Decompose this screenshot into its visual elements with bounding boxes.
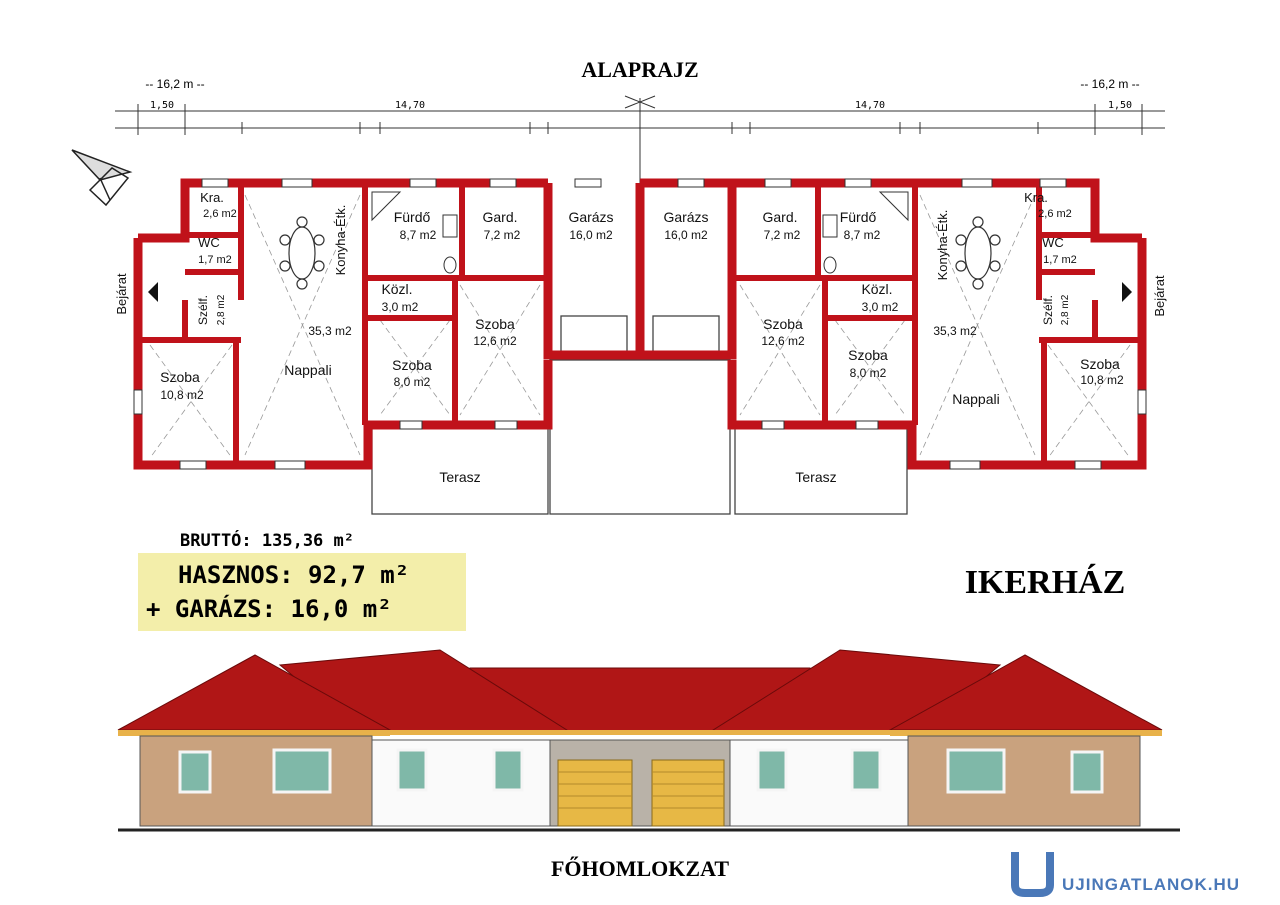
room-szoba-c-right: Szoba bbox=[763, 316, 803, 332]
dim-left-total: -- 16,2 m -- bbox=[145, 77, 204, 91]
room-garazs-right: Garázs bbox=[663, 209, 708, 225]
elevation-title: FŐHOMLOKZAT bbox=[551, 856, 729, 881]
room-gard-right: Gard. bbox=[762, 209, 797, 225]
room-wc-right-area: 1,7 m2 bbox=[1043, 254, 1077, 266]
entrance-arrow-icon bbox=[148, 282, 158, 302]
area-summary: BRUTTÓ: 135,36 m² HASZNOS: 92,7 m² + GAR… bbox=[138, 529, 466, 631]
room-konyha-right: Konyha-Étk. bbox=[935, 210, 950, 281]
room-szoba-a-left-area: 10,8 m2 bbox=[160, 388, 204, 402]
floorplan-title: ALAPRAJZ bbox=[581, 57, 698, 82]
room-wc-left-area: 1,7 m2 bbox=[198, 254, 232, 266]
room-szoba-b-right: Szoba bbox=[848, 347, 888, 363]
room-garazs-left-area: 16,0 m2 bbox=[569, 228, 613, 242]
dim-left-b: 14,70 bbox=[395, 100, 425, 111]
elevation-drawing bbox=[117, 649, 1180, 832]
room-konyha-left: Konyha-Étk. bbox=[333, 205, 348, 276]
room-garazs-left: Garázs bbox=[568, 209, 613, 225]
room-nappali-left: Nappali bbox=[284, 362, 331, 378]
dim-left-a: 1,50 bbox=[150, 100, 174, 111]
room-kozl-left-area: 3,0 m2 bbox=[382, 300, 419, 314]
room-kamra-right: Kra. bbox=[1024, 190, 1048, 205]
dim-right-b: 1,50 bbox=[1108, 100, 1132, 111]
room-kamra-left-area: 2,6 m2 bbox=[203, 208, 237, 220]
dimension-lines bbox=[115, 95, 1165, 190]
right-unit-labels: Kra. 2,6 m2 WC 1,7 m2 Konyha-Étk. 35,3 m… bbox=[663, 190, 1167, 485]
entrance-label-right: Bejárat bbox=[1152, 275, 1167, 317]
room-szoba-c-left: Szoba bbox=[475, 316, 515, 332]
room-nappali-right-area: 35,3 m2 bbox=[933, 324, 977, 338]
room-terasz-left: Terasz bbox=[439, 469, 480, 485]
room-szoba-c-left-area: 12,6 m2 bbox=[473, 334, 517, 348]
floor-plan bbox=[133, 178, 1147, 515]
room-kozl-right: Közl. bbox=[861, 281, 892, 297]
room-nappali-left-area: 35,3 m2 bbox=[308, 324, 352, 338]
room-nappali-right: Nappali bbox=[952, 391, 999, 407]
watermark: UJINGATLANOK.HU bbox=[1011, 852, 1240, 897]
room-kamra-right-area: 2,6 m2 bbox=[1038, 208, 1072, 220]
hasznos-area: HASZNOS: 92,7 m² bbox=[178, 561, 409, 589]
entrance-label-left: Bejárat bbox=[114, 273, 129, 315]
brutto-area: BRUTTÓ: 135,36 m² bbox=[180, 529, 354, 551]
room-szoba-b-left: Szoba bbox=[392, 357, 432, 373]
room-garazs-right-area: 16,0 m2 bbox=[664, 228, 708, 242]
room-gard-left-area: 7,2 m2 bbox=[484, 228, 521, 242]
room-kamra-left: Kra. bbox=[200, 190, 224, 205]
garazs-area: + GARÁZS: 16,0 m² bbox=[146, 594, 392, 623]
entrance-arrow-icon bbox=[1122, 282, 1132, 302]
room-gard-right-area: 7,2 m2 bbox=[764, 228, 801, 242]
room-szoba-a-right: Szoba bbox=[1080, 356, 1120, 372]
room-szoba-b-left-area: 8,0 m2 bbox=[394, 375, 431, 389]
room-szelf-left: Szélf. bbox=[196, 295, 210, 325]
room-szoba-b-right-area: 8,0 m2 bbox=[850, 366, 887, 380]
room-kozl-right-area: 3,0 m2 bbox=[862, 300, 899, 314]
room-wc-left: WC bbox=[198, 235, 220, 250]
room-szoba-a-right-area: 10,8 m2 bbox=[1080, 373, 1124, 387]
room-furdo-right-area: 8,7 m2 bbox=[844, 228, 881, 242]
room-szelf-right: Szélf. bbox=[1041, 295, 1055, 325]
room-terasz-right: Terasz bbox=[795, 469, 836, 485]
room-furdo-right: Fürdő bbox=[840, 209, 877, 225]
room-furdo-left-area: 8,7 m2 bbox=[400, 228, 437, 242]
watermark-text: UJINGATLANOK.HU bbox=[1062, 875, 1240, 894]
house-type-title: IKERHÁZ bbox=[965, 564, 1126, 601]
room-szelf-left-area: 2,8 m2 bbox=[216, 294, 227, 325]
room-szoba-c-right-area: 12,6 m2 bbox=[761, 334, 805, 348]
room-gard-left: Gard. bbox=[482, 209, 517, 225]
watermark-logo-icon bbox=[1011, 852, 1054, 897]
north-arrow-icon bbox=[71, 149, 133, 207]
room-furdo-left: Fürdő bbox=[394, 209, 431, 225]
room-szelf-right-area: 2,8 m2 bbox=[1060, 294, 1071, 325]
dim-right-total: -- 16,2 m -- bbox=[1080, 77, 1139, 91]
room-kozl-left: Közl. bbox=[381, 281, 412, 297]
area-highlight-box bbox=[138, 553, 466, 631]
room-szoba-a-left: Szoba bbox=[160, 369, 200, 385]
left-unit-labels: Kra. 2,6 m2 WC 1,7 m2 Konyha-Étk. 35,3 m… bbox=[114, 190, 614, 485]
dim-right-a: 14,70 bbox=[855, 100, 885, 111]
room-wc-right: WC bbox=[1042, 235, 1064, 250]
